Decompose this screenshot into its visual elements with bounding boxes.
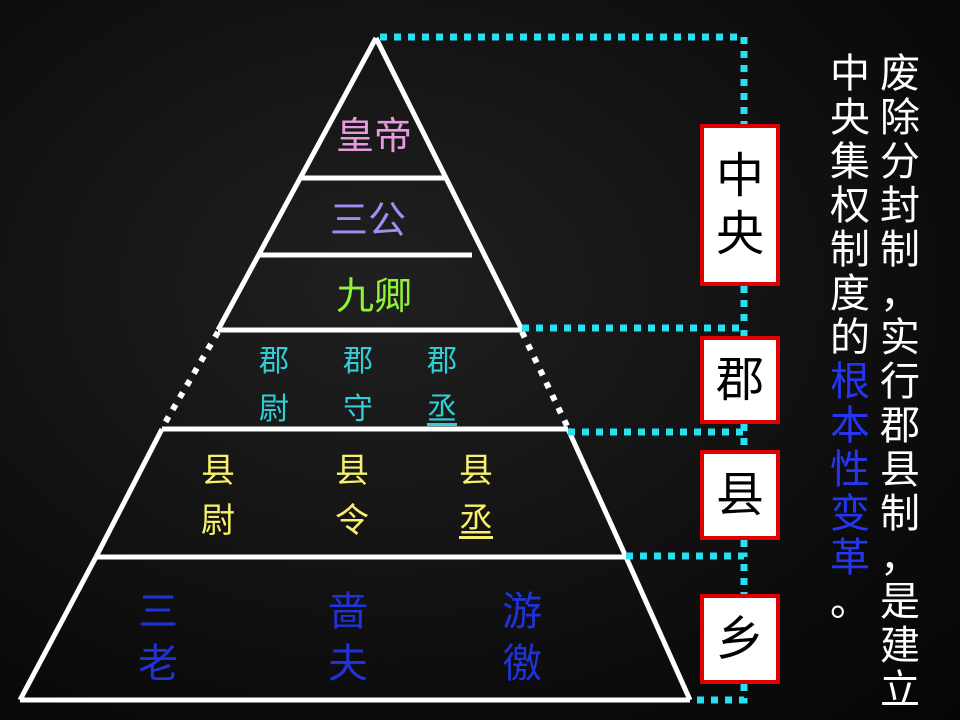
statement-char: 分 <box>880 139 920 185</box>
statement-char: 制 <box>880 227 920 273</box>
statement-char: 的 <box>830 315 870 361</box>
statement-char: 建 <box>880 623 920 669</box>
label-sangong: 三公 <box>329 198 406 242</box>
county-official-cheng: 县丞 <box>459 451 493 541</box>
township-official-sefu: 啬夫 <box>328 589 368 687</box>
pyramid-right-edge-top <box>373 36 525 332</box>
statement-char: 。 <box>830 579 870 625</box>
township-official-sanlao: 三老 <box>138 589 178 687</box>
level-box-township: 乡 <box>700 594 780 684</box>
statement-char: 郡 <box>880 403 920 449</box>
statement-char: ， <box>880 535 920 581</box>
statement-char: 废 <box>880 51 920 97</box>
statement-char: 集 <box>830 139 870 185</box>
connector-township <box>626 552 748 594</box>
statement-highlight-char: 性 <box>830 447 870 493</box>
statement-highlight-char: 革 <box>830 535 870 581</box>
statement-char: 行 <box>880 359 920 405</box>
connector-commandery <box>522 324 748 336</box>
commandery-official-shou: 郡守 <box>343 344 373 427</box>
statement-char: 制 <box>830 227 870 273</box>
statement-char: 权 <box>830 183 870 229</box>
statement-highlight-char: 变 <box>830 491 870 537</box>
statement-char: 封 <box>880 183 920 229</box>
statement-char: 央 <box>830 95 870 141</box>
label-emperor: 皇帝 <box>335 114 412 158</box>
township-official-youjiao: 游徼 <box>502 589 542 687</box>
statement-highlight-char: 根 <box>830 359 870 405</box>
level-box-county: 县 <box>700 450 780 540</box>
statement-char: 县 <box>880 447 920 493</box>
statement-char: 制 <box>880 491 920 537</box>
county-official-ling: 县令 <box>335 451 369 541</box>
label-jiuqing: 九卿 <box>335 274 412 318</box>
commandery-official-wei: 郡尉 <box>259 344 289 427</box>
statement-column-1: 废除分封制，实行郡县制，是建立 <box>878 52 922 712</box>
pyramid-left-edge-dotted <box>159 330 221 430</box>
connector-central <box>380 33 748 124</box>
level-connectors <box>380 33 748 704</box>
statement-char: 实 <box>880 315 920 361</box>
connector-township-lower <box>690 684 748 704</box>
statement-char: 中 <box>830 51 870 97</box>
pyramid-right-edge-bottom <box>623 555 693 702</box>
statement-highlight-char: 本 <box>830 403 870 449</box>
pyramid-right-edge-dotted <box>519 330 571 430</box>
pyramid-right-edge-county <box>565 427 629 559</box>
statement-char: ， <box>880 271 920 317</box>
level-box-central: 中央 <box>700 124 780 286</box>
statement-char: 除 <box>880 95 920 141</box>
pyramid-left-edge-bottom <box>17 555 99 702</box>
county-official-wei: 县尉 <box>201 451 235 541</box>
statement-char: 立 <box>880 667 920 713</box>
pyramid-left-edge-county <box>93 427 165 559</box>
connector-county <box>568 428 748 450</box>
statement-char: 是 <box>880 579 920 625</box>
commandery-official-cheng: 郡丞 <box>427 344 457 427</box>
pyramid-left-edge-top <box>215 36 379 332</box>
statement-char: 度 <box>830 271 870 317</box>
level-box-commandery: 郡 <box>700 336 780 424</box>
statement-column-2: 中央集权制度的根本性变革。 <box>828 52 872 624</box>
